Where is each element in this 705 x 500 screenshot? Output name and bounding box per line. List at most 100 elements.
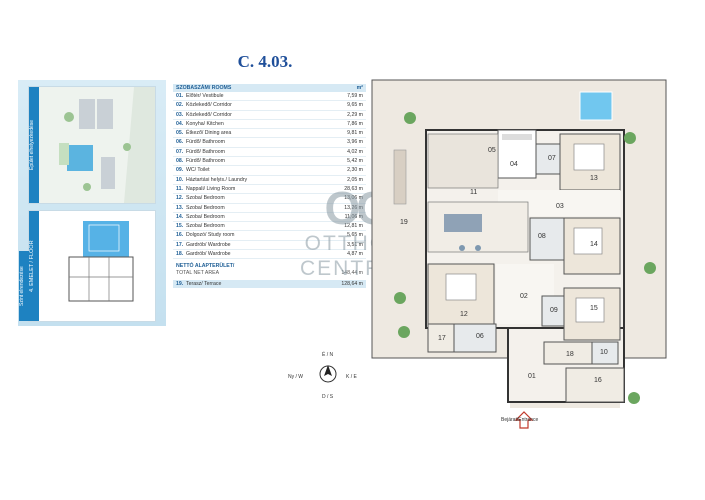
room-name: Konyha/ Kitchen bbox=[186, 120, 224, 127]
room-name: Közlekedő/ Corridor bbox=[186, 102, 232, 109]
site-plan-image bbox=[39, 87, 155, 203]
compass-south: D / S bbox=[322, 394, 334, 400]
room-row: 15.Szoba/ Bedroom 12,81 m bbox=[173, 222, 366, 232]
room-number-label: 15 bbox=[590, 305, 598, 312]
floor-layout-image bbox=[39, 211, 155, 321]
room-area: 2,05 m bbox=[347, 176, 363, 183]
room-number-label: 07 bbox=[548, 155, 556, 162]
room-name: Előtér/ Vestibule bbox=[186, 93, 224, 99]
room-number-label: 05 bbox=[488, 147, 496, 154]
net-area-value: 148,44 m bbox=[341, 270, 363, 277]
room-row: 08.Fürdő/ Bathroom 5,42 m bbox=[173, 157, 366, 167]
room-name: Gardrób/ Wardrobe bbox=[186, 241, 231, 248]
room-area: 28,63 m bbox=[344, 185, 363, 192]
room-table-header: SZOBASZÁM/ ROOMS m² bbox=[173, 84, 366, 92]
room-row: 11.Nappali/ Living Room 28,63 m bbox=[173, 185, 366, 195]
room-area: 3,51 m bbox=[347, 241, 363, 248]
floor-side-label: Szint elrendezése bbox=[19, 251, 29, 321]
room-area: 7,86 m bbox=[347, 120, 363, 127]
room-name: Szoba/ Bedroom bbox=[186, 213, 225, 220]
room-area: 4,02 m bbox=[347, 148, 363, 155]
room-area: 11,06 m bbox=[344, 213, 363, 220]
floor-label: 4. EMELET / FLOOR bbox=[29, 211, 39, 321]
room-num: 05. bbox=[176, 130, 184, 137]
room-name: Gardrób/ Wardrobe bbox=[186, 251, 231, 258]
room-row: 06.Fürdő/ Bathroom 3,96 m bbox=[173, 138, 366, 148]
room-num: 08. bbox=[176, 158, 184, 165]
room-area: 2,30 m bbox=[347, 167, 363, 174]
room-num: 01. bbox=[176, 93, 184, 99]
room-number-label: 02 bbox=[520, 293, 528, 300]
room-row: 17.Gardrób/ Wardrobe 3,51 m bbox=[173, 241, 366, 251]
room-area: 5,42 m bbox=[347, 158, 363, 165]
room-area: 3,96 m bbox=[347, 139, 363, 146]
room-number-label: 18 bbox=[566, 351, 574, 358]
room-area: 5,65 m bbox=[347, 232, 363, 239]
room-number-label: 04 bbox=[510, 161, 518, 168]
floor-layout-card: Szint elrendezése 4. EMELET / FLOOR bbox=[19, 210, 156, 322]
room-num: 10. bbox=[176, 176, 184, 183]
room-number-label: 03 bbox=[556, 203, 564, 210]
room-number-label: 11 bbox=[470, 189, 477, 196]
room-num: 17. bbox=[176, 241, 184, 248]
room-num: 11. bbox=[176, 185, 183, 192]
room-name: Szoba/ Bedroom bbox=[186, 204, 225, 211]
room-row: 01.Előtér/ Vestibule 7,59 m bbox=[173, 92, 366, 102]
room-number-label: 13 bbox=[590, 175, 598, 182]
room-number-label: 08 bbox=[538, 233, 546, 240]
room-number-label: 16 bbox=[594, 377, 602, 384]
room-name: Dolgozó/ Study room bbox=[186, 232, 235, 239]
room-area: 2,29 m bbox=[347, 111, 363, 118]
room-number-label: 19 bbox=[400, 219, 408, 226]
location-panel: Épület elhelyezkedése Szint elrendezése … bbox=[18, 80, 166, 326]
compass: É / N Ny / W K / E D / S bbox=[288, 352, 368, 402]
room-row: 09.WC/ Toilet 2,30 m bbox=[173, 166, 366, 176]
compass-east: K / E bbox=[346, 374, 357, 380]
room-num: 09. bbox=[176, 167, 184, 174]
room-num: 12. bbox=[176, 195, 184, 202]
room-name: WC/ Toilet bbox=[186, 167, 210, 174]
room-area: 13,26 m bbox=[344, 204, 363, 211]
net-area-row: TOTAL NET AREA 148,44 m bbox=[176, 270, 363, 277]
room-name: Fürdő/ Bathroom bbox=[186, 139, 225, 146]
room-number-label: 14 bbox=[590, 241, 598, 248]
room-area: 9,65 m bbox=[347, 102, 363, 109]
site-plan-label: Épület elhelyezkedése bbox=[29, 87, 39, 203]
room-table: SZOBASZÁM/ ROOMS m² 01.Előtér/ Vestibule… bbox=[173, 84, 366, 289]
room-number-label: 09 bbox=[550, 307, 558, 314]
room-area: 7,59 m bbox=[347, 93, 363, 99]
compass-rose-icon bbox=[319, 365, 337, 383]
room-row: 10.Háztartási helyis./ Laundry 2,05 m bbox=[173, 176, 366, 185]
room-number-label: 10 bbox=[600, 349, 608, 356]
room-num: 07. bbox=[176, 148, 184, 155]
room-area: 12,81 m bbox=[344, 223, 363, 230]
room-area: 9,81 m bbox=[347, 130, 363, 137]
room-num: 15. bbox=[176, 223, 184, 230]
room-name: Nappali/ Living Room bbox=[186, 185, 236, 192]
room-number-label: 12 bbox=[460, 311, 468, 318]
room-name: Háztartási helyis./ Laundry bbox=[186, 176, 248, 183]
room-num: 06. bbox=[176, 139, 184, 146]
compass-north: É / N bbox=[322, 352, 334, 358]
entrance-label: Bejárat/Entrance bbox=[501, 417, 539, 423]
room-num: 13. bbox=[176, 204, 184, 211]
room-num: 16. bbox=[176, 232, 184, 239]
room-row: 04.Konyha/ Kitchen 7,86 m bbox=[173, 120, 366, 130]
room-area: 4,87 m bbox=[347, 251, 363, 258]
room-number-label: 17 bbox=[438, 335, 446, 342]
compass-west: Ny / W bbox=[288, 374, 303, 380]
site-plan-card: Épület elhelyezkedése bbox=[28, 86, 156, 204]
room-number-label: 01 bbox=[528, 373, 536, 380]
room-num: 04. bbox=[176, 120, 184, 127]
room-name: Fürdő/ Bathroom bbox=[186, 158, 225, 165]
room-name: Szoba/ Bedroom bbox=[186, 223, 225, 230]
